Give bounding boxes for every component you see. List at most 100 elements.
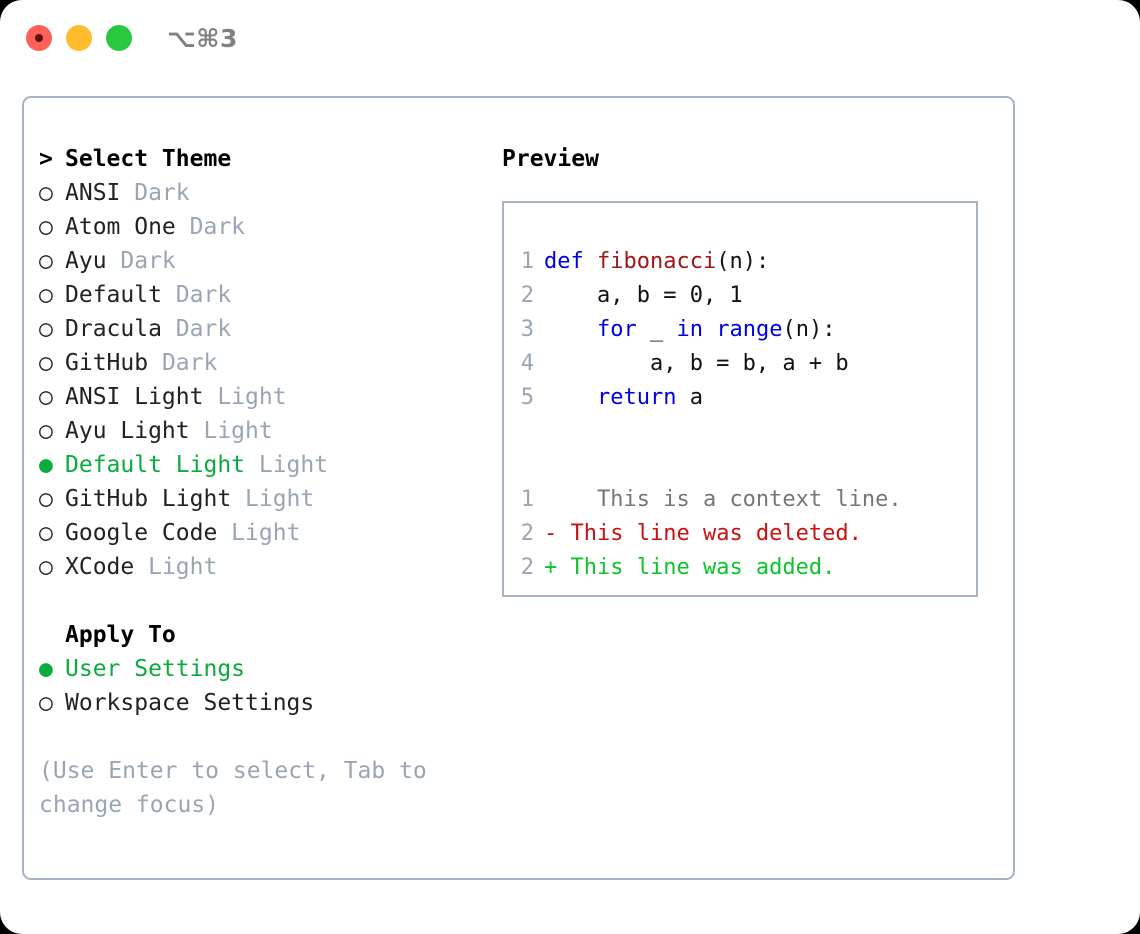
apply-to-option-user-settings[interactable]: ● User Settings [39, 652, 489, 686]
radio-selected-icon: ● [39, 452, 67, 478]
code-sample: 1 def fibonacci(n): 2 a, b = 0, 1 3 for _… [518, 245, 970, 585]
theme-option-github-light[interactable]: ○ GitHub Light Light [39, 482, 489, 516]
theme-option-ansi-light[interactable]: ○ ANSI Light Light [39, 380, 489, 414]
theme-category: Light [203, 384, 287, 410]
code-token: def [544, 249, 597, 274]
preview-panel: 1 def fibonacci(n): 2 a, b = 0, 1 3 for _… [502, 201, 978, 597]
radio-unselected-icon: ○ [39, 520, 67, 546]
radio-unselected-icon: ○ [39, 214, 67, 240]
apply-to-option-label: Workspace Settings [65, 690, 315, 716]
theme-name: Ayu Light [65, 418, 190, 444]
line-number: 1 [520, 487, 534, 512]
theme-option-ayu-dark[interactable]: ○ Ayu Dark [39, 244, 489, 278]
theme-option-ansi-dark[interactable]: ○ ANSI Dark [39, 176, 489, 210]
keyboard-shortcut-label: ⌥⌘3 [167, 24, 238, 53]
line-number: 3 [520, 317, 534, 342]
theme-category: Light [245, 452, 329, 478]
radio-unselected-icon: ○ [39, 248, 67, 274]
code-token: a, b = b, a + b [544, 351, 849, 376]
code-line: 3 for _ in range(n): [518, 313, 970, 347]
code-line: 4 a, b = b, a + b [518, 347, 970, 381]
diff-text: This is a context line. [570, 487, 902, 512]
code-token: a [676, 385, 703, 410]
theme-option-atom-one-dark[interactable]: ○ Atom One Dark [39, 210, 489, 244]
theme-name: GitHub [65, 350, 149, 376]
theme-category: Light [134, 554, 218, 580]
code-token: fibonacci [596, 249, 717, 274]
radio-unselected-icon: ○ [39, 180, 67, 206]
theme-category: Dark [148, 350, 218, 376]
select-theme-heading-label: Select Theme [65, 146, 232, 172]
main-panel: > Select Theme ○ ANSI Dark ○ Atom One Da… [22, 96, 1015, 880]
keyboard-hint-text: (Use Enter to select, Tab to change focu… [39, 758, 427, 818]
diff-text: This line was deleted. [570, 521, 862, 546]
radio-unselected-icon: ○ [39, 350, 67, 376]
theme-option-github-dark[interactable]: ○ GitHub Dark [39, 346, 489, 380]
line-number: 4 [520, 351, 534, 376]
theme-option-google-code[interactable]: ○ Google Code Light [39, 516, 489, 550]
line-number: 5 [520, 385, 534, 410]
diff-line-added: 2 + This line was added. [518, 551, 970, 585]
theme-name: Google Code [65, 520, 218, 546]
theme-name: Ayu [65, 248, 107, 274]
theme-picker-column: > Select Theme ○ ANSI Dark ○ Atom One Da… [39, 142, 489, 822]
preview-heading: Preview [502, 146, 599, 172]
code-blank-line [518, 449, 970, 483]
theme-category: Light [217, 520, 301, 546]
code-token [544, 385, 597, 410]
code-line: 5 return a [518, 381, 970, 415]
code-blank-line [518, 415, 970, 449]
code-token: return [596, 385, 677, 410]
theme-option-ayu-light[interactable]: ○ Ayu Light Light [39, 414, 489, 448]
theme-option-default-light[interactable]: ● Default Light Light [39, 448, 489, 482]
line-number: 2 [520, 283, 534, 308]
radio-unselected-icon: ○ [39, 690, 67, 716]
diff-sign [544, 487, 571, 512]
code-line: 1 def fibonacci(n): [518, 245, 970, 279]
code-token [703, 317, 716, 342]
code-token: in [676, 317, 703, 342]
theme-name: Default [65, 282, 162, 308]
diff-line-deleted: 2- This line was deleted. [518, 517, 970, 551]
theme-name: Dracula [65, 316, 162, 342]
radio-unselected-icon: ○ [39, 418, 67, 444]
radio-selected-icon: ● [39, 656, 67, 682]
minimize-button-icon[interactable] [66, 25, 92, 51]
code-token: _ [636, 317, 677, 342]
diff-text: This line was added. [570, 555, 836, 580]
select-theme-heading: > Select Theme [39, 142, 489, 176]
theme-option-xcode[interactable]: ○ XCode Light [39, 550, 489, 584]
maximize-button-icon[interactable] [106, 25, 132, 51]
theme-option-default-dark[interactable]: ○ Default Dark [39, 278, 489, 312]
theme-name: ANSI Light [65, 384, 204, 410]
code-token: range [716, 317, 783, 342]
apply-to-option-workspace-settings[interactable]: ○ Workspace Settings [39, 686, 489, 720]
diff-sign: + [544, 555, 571, 580]
close-button-icon[interactable] [26, 25, 52, 51]
code-token: a, b = 0, 1 [544, 283, 743, 308]
apply-to-heading-indent [39, 618, 65, 652]
code-token [544, 317, 597, 342]
code-line: 2 a, b = 0, 1 [518, 279, 970, 313]
radio-unselected-icon: ○ [39, 554, 67, 580]
theme-name: XCode [65, 554, 135, 580]
radio-unselected-icon: ○ [39, 486, 67, 512]
theme-option-dracula-dark[interactable]: ○ Dracula Dark [39, 312, 489, 346]
theme-category: Dark [161, 316, 232, 342]
line-number: 1 [520, 249, 534, 274]
window-controls [26, 25, 132, 51]
apply-to-heading: Apply To [39, 618, 489, 652]
apply-to-option-label: User Settings [65, 656, 246, 682]
theme-name: ANSI [65, 180, 121, 206]
diff-line-context: 1 This is a context line. [518, 483, 970, 517]
theme-category: Light [189, 418, 273, 444]
apply-to-heading-label: Apply To [65, 622, 176, 648]
code-token: (n): [716, 249, 770, 274]
radio-unselected-icon: ○ [39, 282, 67, 308]
line-number: 2 [520, 555, 534, 580]
theme-category: Dark [106, 248, 176, 274]
line-number: 2 [520, 521, 534, 546]
hint-spacer [39, 720, 489, 754]
theme-category: Dark [161, 282, 232, 308]
